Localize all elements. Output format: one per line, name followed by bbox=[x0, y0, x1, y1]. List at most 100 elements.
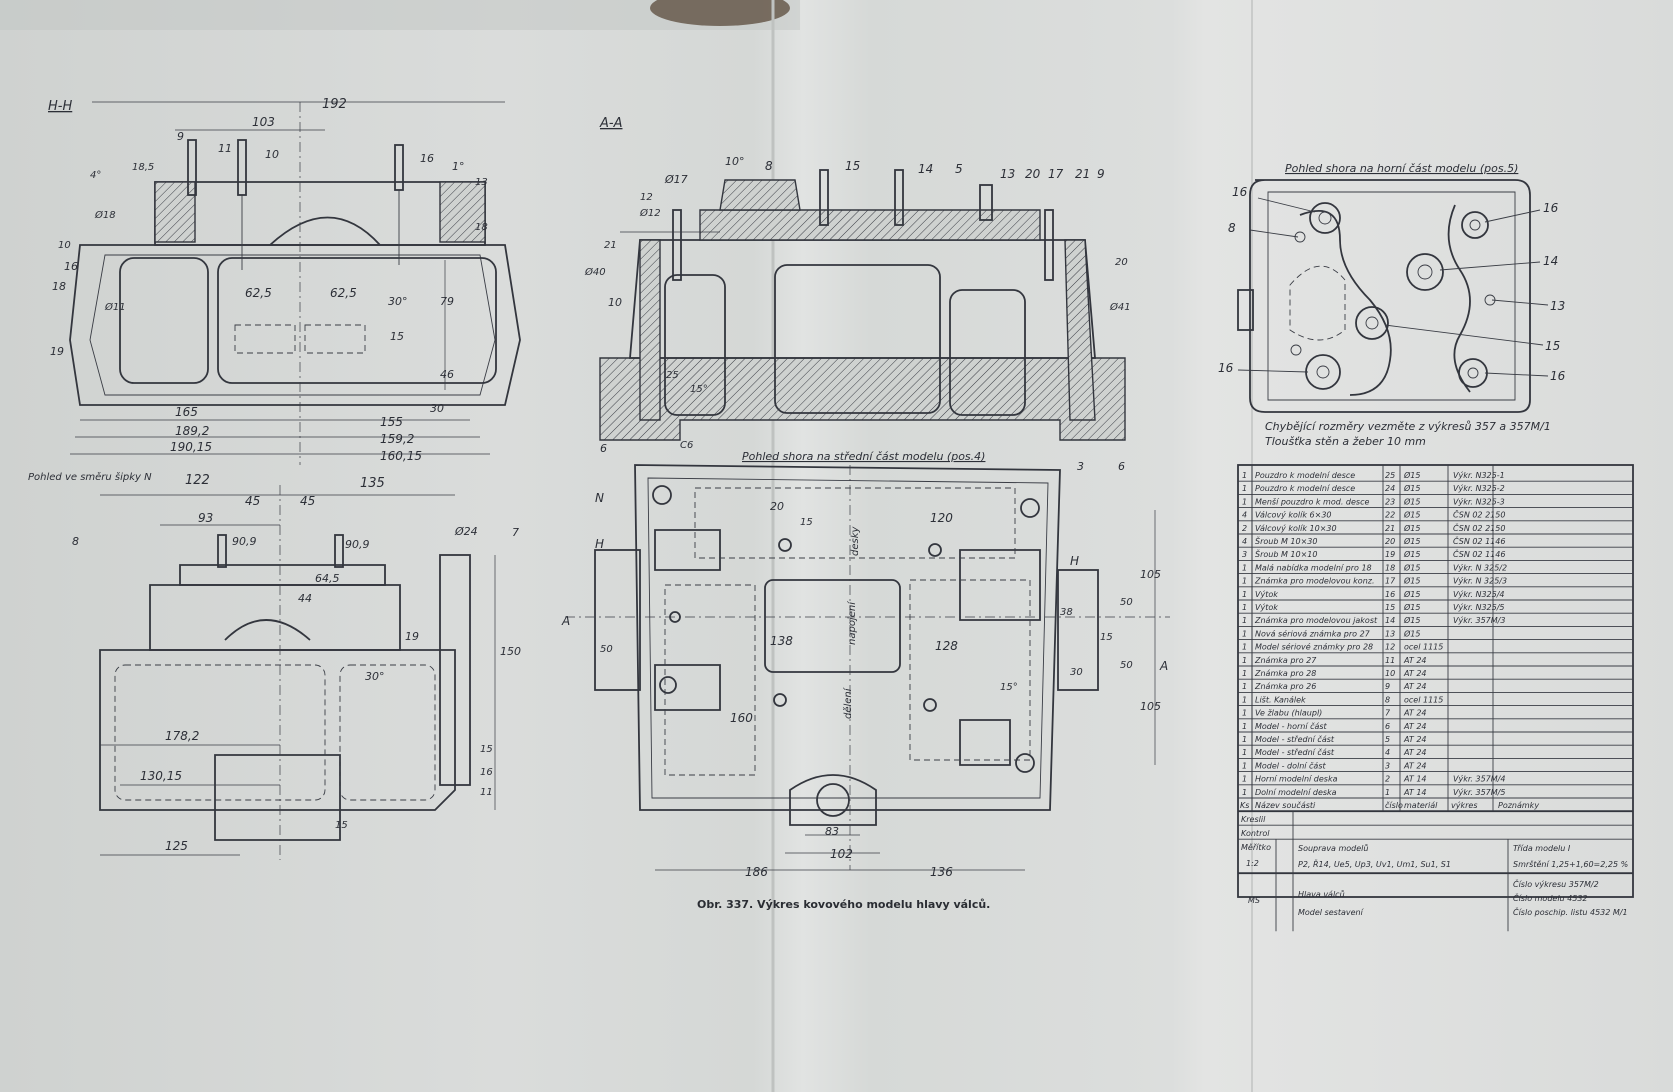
mid-dash-3 bbox=[909, 579, 1031, 761]
hh-dim-label: 165 bbox=[175, 405, 198, 419]
top-note: Chybějící rozměry vezměte z výkresů 357 … bbox=[1265, 420, 1551, 433]
parts-number: 15 bbox=[1385, 603, 1395, 612]
view-aa-title: A-A bbox=[599, 116, 622, 131]
hh-callout: 16 bbox=[64, 260, 78, 273]
front-dim-label: 93 bbox=[198, 511, 213, 525]
parts-name: Známka pro modelovou konz. bbox=[1254, 577, 1375, 586]
front-dim-label: 122 bbox=[185, 473, 210, 488]
parts-name: Výtok bbox=[1255, 603, 1278, 612]
front-dim-label: 19 bbox=[405, 630, 419, 643]
parts-number: 23 bbox=[1385, 497, 1395, 506]
mid-note: dělení bbox=[842, 687, 854, 719]
aa-base-plate bbox=[599, 357, 1126, 441]
parts-material: Ø15 bbox=[1403, 536, 1420, 546]
aa-callout: 6 bbox=[1118, 460, 1125, 473]
parts-qty: 1 bbox=[1242, 563, 1247, 572]
mid-hole bbox=[778, 538, 792, 552]
hh-callout: 9 bbox=[177, 130, 184, 143]
parts-number: 1 bbox=[1385, 788, 1390, 797]
top-boss-hole bbox=[1365, 316, 1379, 330]
parts-drawing: Výkr. 357M/3 bbox=[1453, 616, 1505, 625]
parts-qty: 1 bbox=[1242, 695, 1247, 704]
parts-material: Ø15 bbox=[1403, 602, 1420, 612]
parts-material: AT 24 bbox=[1403, 761, 1427, 770]
front-dim-label: 16 bbox=[480, 767, 493, 778]
parts-name: Válcový kolík 10×30 bbox=[1255, 524, 1337, 533]
top-left-lug bbox=[1237, 289, 1254, 331]
hh-callout: 18 bbox=[52, 280, 66, 293]
parts-qty: 1 bbox=[1242, 788, 1247, 797]
tb-kontrol: Kontrol bbox=[1241, 829, 1270, 838]
aa-callout: 3 bbox=[1077, 460, 1084, 473]
top-callout: 15 bbox=[1545, 339, 1560, 353]
figure-caption: Obr. 337. Výkres kovového modelu hlavy v… bbox=[697, 898, 990, 911]
parts-drawing: Výkr. N325-1 bbox=[1453, 471, 1505, 480]
parts-drawing: Výkr. N 325/2 bbox=[1453, 563, 1507, 572]
mid-note: desky bbox=[850, 525, 861, 556]
parts-qty: 1 bbox=[1242, 735, 1247, 744]
parts-name: Pouzdro k modelní desce bbox=[1255, 471, 1355, 480]
parts-drawing: Výkr. N325-2 bbox=[1453, 484, 1505, 493]
parts-drawing: ČSN 02 1146 bbox=[1453, 548, 1505, 559]
tb-cislo-modelu: Číslo modelu 4532 bbox=[1513, 892, 1588, 903]
hh-dim-label: 13 bbox=[475, 177, 488, 188]
parts-material: Ø15 bbox=[1403, 562, 1420, 572]
top-boss bbox=[1355, 306, 1389, 340]
aa-boss bbox=[719, 179, 801, 211]
front-dash-2 bbox=[339, 664, 436, 801]
parts-number: 10 bbox=[1385, 669, 1395, 678]
hh-pin-3 bbox=[394, 144, 404, 191]
view-front: 122 135 45 45 93 90,9 90,9 Ø24 7 8 64,5 … bbox=[72, 473, 521, 860]
parts-name: Model - dolní část bbox=[1255, 760, 1326, 770]
aa-callout: 5 bbox=[955, 162, 963, 176]
tb-meritko-label: Měřítko bbox=[1241, 842, 1271, 852]
parts-number: 4 bbox=[1385, 748, 1390, 757]
top-leader bbox=[1439, 261, 1541, 271]
mid-section-mark: H bbox=[1070, 554, 1079, 568]
top-boss-hole bbox=[1417, 264, 1433, 280]
parts-name: Nová sériová známka pro 27 bbox=[1255, 628, 1371, 638]
parts-header: Ks bbox=[1240, 801, 1249, 810]
aa-callout: 13 bbox=[1000, 167, 1015, 181]
parts-drawing: ČSN 02 2150 bbox=[1453, 509, 1505, 520]
tb-souprava: Souprava modelů bbox=[1298, 843, 1368, 853]
top-leader bbox=[1237, 369, 1309, 373]
parts-name: Dolní modelní deska bbox=[1255, 788, 1337, 797]
aa-dim-label: 25 bbox=[666, 370, 679, 381]
front-dash-1 bbox=[114, 664, 326, 801]
parts-number: 7 bbox=[1385, 709, 1391, 718]
top-note: Tloušťka stěn a žeber 10 mm bbox=[1265, 435, 1426, 448]
parts-header: Poznámky bbox=[1498, 801, 1539, 810]
top-callout: 14 bbox=[1543, 254, 1558, 268]
mid-dim-label: 83 bbox=[825, 825, 839, 838]
parts-qty: 1 bbox=[1242, 643, 1247, 652]
hh-dim-label: 4° bbox=[90, 170, 101, 181]
hh-dim-label: 192 bbox=[322, 97, 347, 112]
front-callout: 7 bbox=[512, 526, 519, 539]
top-dash bbox=[1289, 265, 1346, 341]
top-hole bbox=[1290, 344, 1302, 356]
mid-outline bbox=[634, 464, 1061, 811]
hh-dash-2 bbox=[304, 324, 366, 354]
parts-material: Ø15 bbox=[1403, 615, 1420, 625]
parts-qty: 1 bbox=[1242, 484, 1247, 493]
front-dim-label: 90,9 bbox=[232, 535, 257, 548]
front-dim-label: 15 bbox=[480, 744, 493, 755]
parts-header: výkres bbox=[1451, 801, 1477, 810]
mid-slot-4 bbox=[959, 719, 1011, 766]
parts-number: 6 bbox=[1385, 722, 1390, 731]
hh-dim-label: Ø11 bbox=[104, 301, 126, 313]
parts-frame bbox=[1237, 464, 1634, 898]
parts-qty: 1 bbox=[1242, 669, 1247, 678]
aa-pin-5 bbox=[672, 209, 682, 281]
top-leader bbox=[1249, 229, 1299, 238]
aa-dim-label: Ø40 bbox=[584, 266, 606, 278]
hh-footnote: Pohled ve směru šipky N bbox=[28, 471, 152, 483]
parts-name: Menší pouzdro k mod. desce bbox=[1255, 496, 1369, 506]
mid-hole bbox=[1020, 498, 1040, 518]
mid-dim-label: 50 bbox=[1120, 597, 1133, 608]
parts-number: 22 bbox=[1385, 511, 1395, 520]
parts-name: Lišt. Kanálek bbox=[1255, 694, 1306, 704]
aa-dim-label: Ø12 bbox=[639, 207, 661, 219]
front-dim-label: 64,5 bbox=[315, 572, 340, 585]
